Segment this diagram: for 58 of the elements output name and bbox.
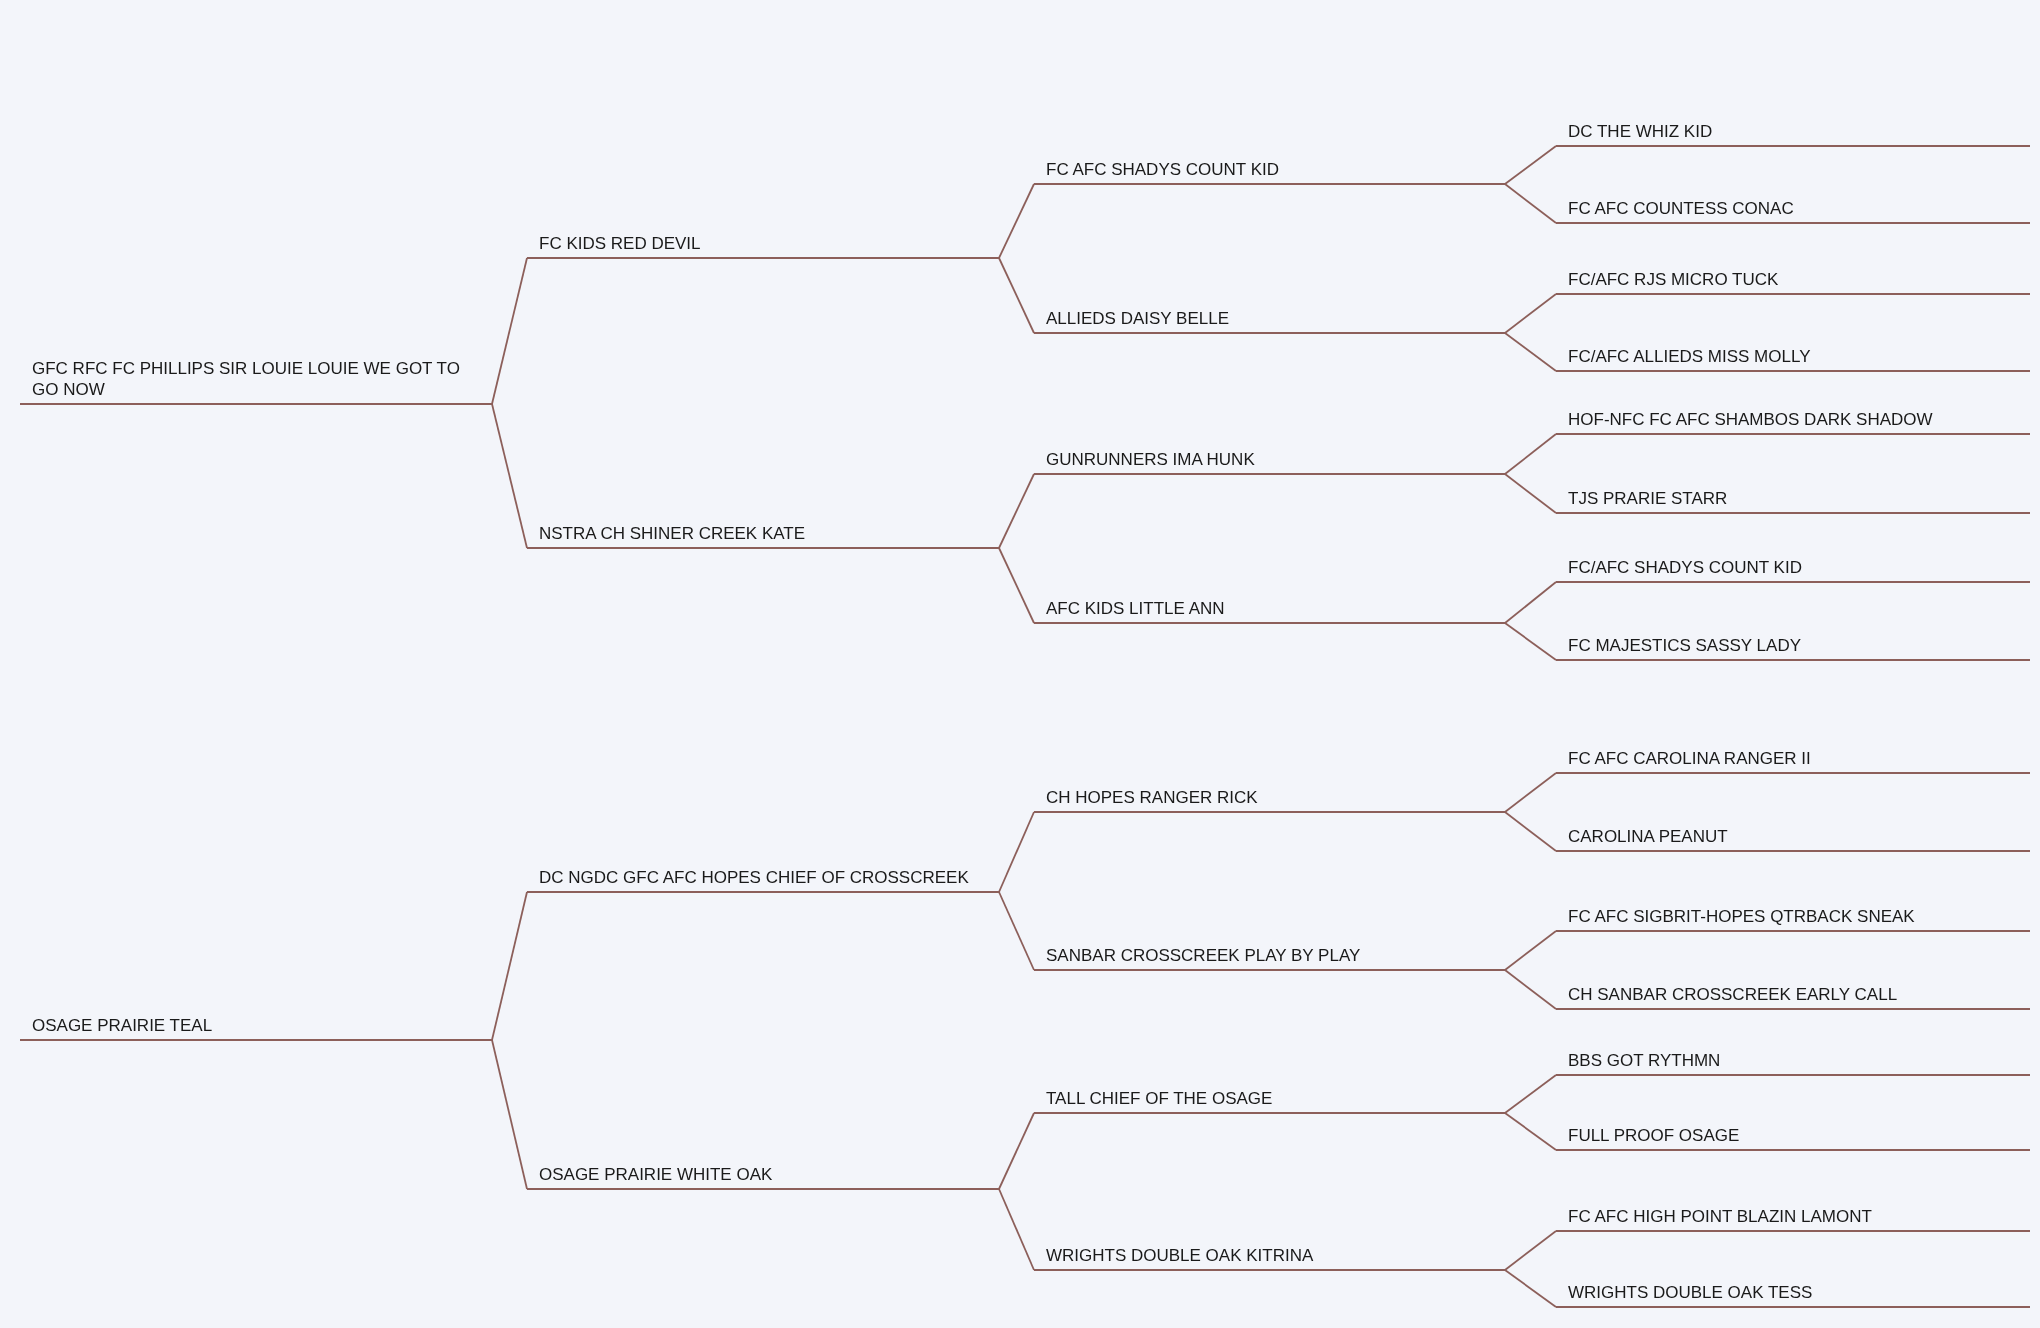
pedigree-connector — [1504, 969, 1557, 1010]
pedigree-connector — [491, 257, 528, 405]
pedigree-connector — [491, 891, 528, 1041]
pedigree-entry: ALLIEDS DAISY BELLE — [1034, 308, 1505, 334]
pedigree-connector — [1504, 581, 1557, 624]
pedigree-entry: NSTRA CH SHINER CREEK KATE — [527, 523, 999, 549]
pedigree-connector — [491, 403, 528, 549]
pedigree-entry: OSAGE PRAIRIE TEAL — [20, 1015, 492, 1041]
pedigree-connector — [1504, 772, 1557, 813]
pedigree-connector — [998, 811, 1035, 893]
pedigree-connector — [1504, 1269, 1557, 1308]
pedigree-entry: WRIGHTS DOUBLE OAK TESS — [1556, 1282, 2030, 1308]
pedigree-entry: HOF-NFC FC AFC SHAMBOS DARK SHADOW — [1556, 409, 2030, 435]
pedigree-entry: FC AFC HIGH POINT BLAZIN LAMONT — [1556, 1206, 2030, 1232]
pedigree-connector — [1504, 293, 1557, 334]
pedigree-entry: GUNRUNNERS IMA HUNK — [1034, 449, 1505, 475]
pedigree-entry: CH SANBAR CROSSCREEK EARLY CALL — [1556, 984, 2030, 1010]
pedigree-connector — [1504, 1074, 1557, 1114]
pedigree-entry: CAROLINA PEANUT — [1556, 826, 2030, 852]
pedigree-entry: FC AFC SHADYS COUNT KID — [1034, 159, 1505, 185]
pedigree-entry: WRIGHTS DOUBLE OAK KITRINA — [1034, 1245, 1505, 1271]
pedigree-entry: DC NGDC GFC AFC HOPES CHIEF OF CROSSCREEK — [527, 867, 999, 893]
pedigree-entry: FC KIDS RED DEVIL — [527, 233, 999, 259]
pedigree-entry: FULL PROOF OSAGE — [1556, 1125, 2030, 1151]
pedigree-entry: BBS GOT RYTHMN — [1556, 1050, 2030, 1076]
pedigree-connector — [998, 257, 1035, 334]
pedigree-entry: TALL CHIEF OF THE OSAGE — [1034, 1088, 1505, 1114]
pedigree-entry: FC/AFC SHADYS COUNT KID — [1556, 557, 2030, 583]
pedigree-entry: GFC RFC FC PHILLIPS SIR LOUIE LOUIE WE GOT TO GO NOW — [20, 358, 492, 405]
pedigree-entry: FC/AFC RJS MICRO TUCK — [1556, 269, 2030, 295]
pedigree-entry: SANBAR CROSSCREEK PLAY BY PLAY — [1034, 945, 1505, 971]
pedigree-entry: TJS PRARIE STARR — [1556, 488, 2030, 514]
pedigree-connector — [998, 183, 1035, 259]
pedigree-connector — [1504, 473, 1557, 514]
pedigree-connector — [1504, 930, 1557, 971]
pedigree-connector — [998, 547, 1035, 624]
pedigree-connector — [491, 1039, 528, 1190]
pedigree-connector — [1504, 433, 1557, 475]
pedigree-entry: CH HOPES RANGER RICK — [1034, 787, 1505, 813]
pedigree-entry: AFC KIDS LITTLE ANN — [1034, 598, 1505, 624]
pedigree-connector — [998, 1188, 1035, 1271]
pedigree-entry: DC THE WHIZ KID — [1556, 121, 2030, 147]
pedigree-connector — [1504, 332, 1557, 372]
pedigree-connector — [1504, 183, 1557, 224]
pedigree-connector — [1504, 145, 1557, 185]
pedigree-connector — [1504, 622, 1557, 661]
pedigree-connector — [1504, 811, 1557, 852]
pedigree-entry: OSAGE PRAIRIE WHITE OAK — [527, 1164, 999, 1190]
pedigree-entry: FC MAJESTICS SASSY LADY — [1556, 635, 2030, 661]
pedigree-entry: FC/AFC ALLIEDS MISS MOLLY — [1556, 346, 2030, 372]
pedigree-entry: FC AFC CAROLINA RANGER II — [1556, 748, 2030, 774]
pedigree-connector — [998, 891, 1035, 971]
pedigree-connector — [998, 473, 1035, 549]
pedigree-connector — [1504, 1112, 1557, 1151]
pedigree-connector — [1504, 1230, 1557, 1271]
pedigree-entry: FC AFC SIGBRIT-HOPES QTRBACK SNEAK — [1556, 906, 2030, 932]
pedigree-connector — [998, 1112, 1035, 1190]
pedigree-entry: FC AFC COUNTESS CONAC — [1556, 198, 2030, 224]
